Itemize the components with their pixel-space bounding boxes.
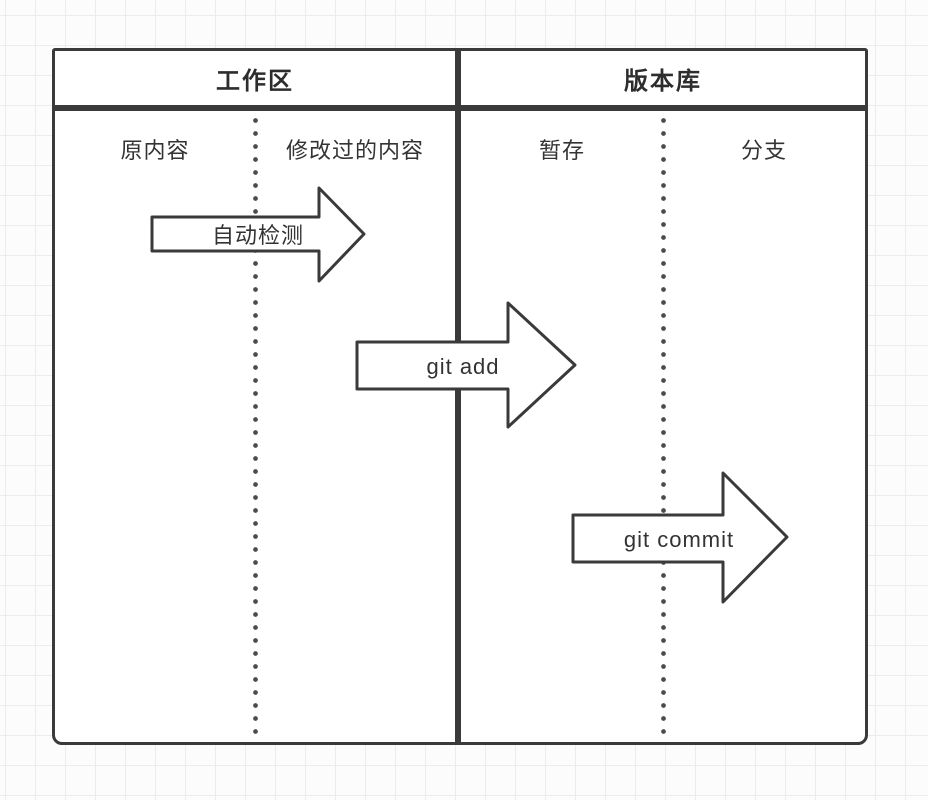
body-cell-workspace: 原内容 修改过的内容 [52, 108, 458, 745]
column-label-stage: 暂存 [538, 138, 585, 163]
column-label-original-content: 原内容 [120, 138, 190, 163]
workspace-title: 工作区 [216, 67, 294, 95]
body-row: 原内容 修改过的内容 暂存 分支 [52, 108, 868, 745]
repository-title: 版本库 [624, 67, 702, 95]
body-cell-repository: 暂存 分支 [458, 108, 868, 745]
workspace-dotted-divider [253, 114, 258, 739]
header-row: 工作区 版本库 [52, 48, 868, 108]
column-label-branch: 分支 [740, 138, 787, 163]
header-cell-workspace: 工作区 [52, 48, 458, 108]
repository-dotted-divider [661, 114, 666, 739]
header-cell-repository: 版本库 [458, 48, 868, 108]
column-label-modified-content: 修改过的内容 [285, 138, 424, 163]
git-workflow-diagram: 工作区 版本库 原内容 修改过的内容 暂存 分支 [52, 48, 868, 745]
